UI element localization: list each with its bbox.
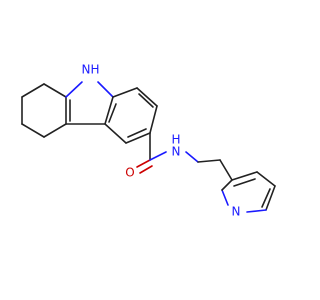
pyridine-nitrogen-label: N: [232, 205, 241, 219]
bond: [265, 185, 276, 211]
bond: [21, 123, 45, 138]
bond: [43, 123, 67, 138]
bond: [112, 87, 138, 98]
bond: [136, 87, 158, 107]
bond: [231, 171, 258, 181]
bond: [138, 93, 154, 108]
amide-hydrogen-label: H: [171, 133, 180, 147]
bond: [104, 123, 127, 144]
atom-labels: N H O H N N: [82, 63, 241, 219]
structure-canvas: N H O H N N: [21, 62, 276, 219]
benzene-ring: [104, 87, 158, 144]
pyrrole-ring: [65, 81, 114, 125]
cyclohexane-ring: [21, 83, 67, 138]
pyridine-ring: [221, 171, 276, 213]
carbonyl-oxygen-label: O: [125, 166, 134, 180]
bond: [65, 81, 83, 98]
bond: [149, 105, 158, 134]
bond: [221, 189, 229, 206]
molecule-drawing: N H O H N N: [21, 63, 276, 219]
bond: [104, 96, 114, 125]
bond: [261, 188, 271, 208]
bond: [43, 83, 67, 98]
bond: [246, 209, 267, 213]
bond: [221, 179, 233, 191]
bond: [256, 171, 276, 187]
indole-hydrogen-label: H: [90, 63, 99, 77]
bond: [219, 159, 233, 181]
indole-nitrogen-label: N: [82, 63, 91, 77]
bond: [136, 159, 151, 168]
bond: [21, 83, 45, 98]
bond: [125, 132, 151, 144]
bond: [108, 103, 117, 123]
amide-group: [136, 132, 167, 174]
bond: [149, 151, 167, 161]
bond: [97, 81, 114, 98]
bond: [197, 159, 221, 163]
bond: [127, 128, 147, 138]
bond: [185, 151, 199, 163]
amide-nitrogen-label: N: [172, 145, 181, 159]
bond: [233, 178, 256, 187]
bond: [139, 165, 153, 174]
ethyl-linker: [185, 151, 233, 181]
